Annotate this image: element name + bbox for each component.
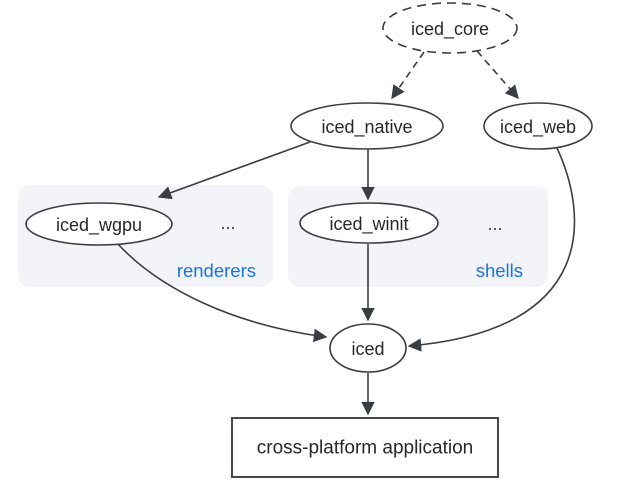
iced-native-label: iced_native — [321, 117, 412, 138]
iced-winit-label: iced_winit — [329, 214, 408, 235]
node-iced-web: iced_web — [483, 102, 593, 150]
iced-web-ellipse — [483, 102, 593, 150]
iced-web-label: iced_web — [500, 117, 576, 138]
edge-iced-wgpu-to-iced — [116, 242, 328, 343]
node-iced: iced — [329, 323, 407, 373]
shells-label: shells — [476, 260, 523, 281]
renderers-ellipsis: ... — [220, 213, 235, 233]
edge-iced-core-to-iced-native — [391, 51, 425, 100]
shells-ellipsis: ... — [487, 214, 502, 234]
renderers-label: renderers — [177, 260, 256, 281]
edge-iced-web-to-iced — [407, 147, 576, 352]
node-iced-core: iced_core — [382, 2, 518, 54]
node-iced-native: iced_native — [290, 102, 444, 150]
iced-wgpu-label: iced_wgpu — [56, 215, 142, 236]
iced-label: iced — [351, 339, 384, 359]
iced-winit-ellipse — [299, 202, 439, 244]
edge-iced-native-to-iced-wgpu — [157, 141, 311, 200]
application-label: cross-platform application — [257, 438, 473, 459]
iced-ellipse — [329, 323, 407, 373]
node-iced-wgpu: iced_wgpu — [25, 202, 173, 246]
iced-core-ellipse — [382, 2, 518, 54]
node-application: cross-platform application — [231, 417, 499, 478]
edge-iced-core-to-iced-web — [476, 50, 519, 100]
node-iced-winit: iced_winit — [299, 202, 439, 244]
iced-wgpu-ellipse — [25, 202, 173, 246]
application-rect — [231, 417, 499, 478]
iced-native-ellipse — [290, 102, 444, 150]
iced-core-label: iced_core — [411, 19, 489, 40]
